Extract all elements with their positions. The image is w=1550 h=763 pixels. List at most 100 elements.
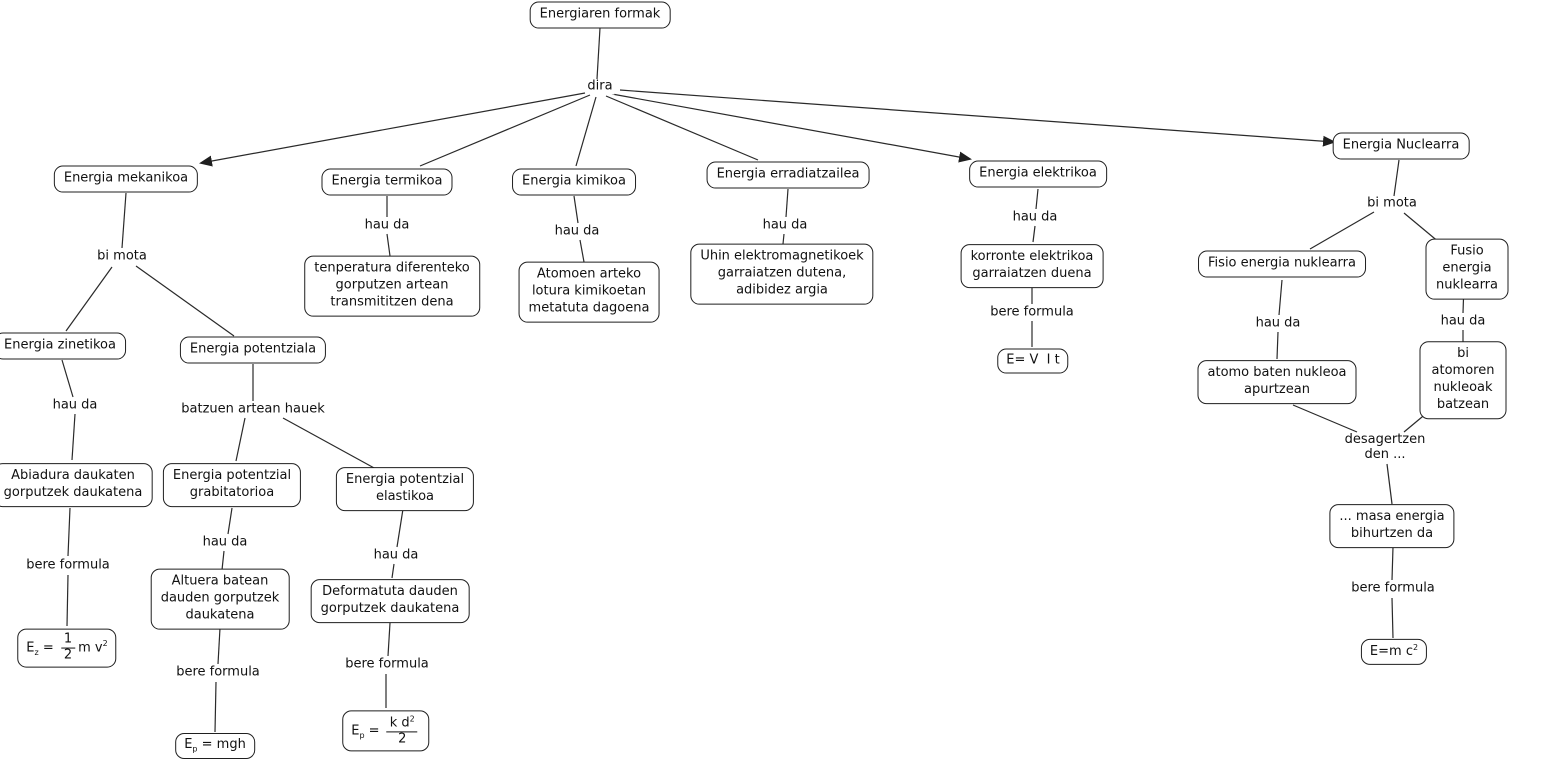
concept-formula-grabitatorioa[interactable]: Ep = mgh <box>175 733 255 759</box>
edge-dira-kimikoa <box>575 96 597 167</box>
concept-energia-termikoa[interactable]: Energia termikoa <box>321 168 453 196</box>
concept-fisio-nuklearra[interactable]: Fisio energia nuklearra <box>1198 250 1366 278</box>
edge-hauda-erradiatzaileadef <box>782 233 785 245</box>
concept-energia-kimikoa[interactable]: Energia kimikoa <box>512 168 636 196</box>
formula-text: E=m c <box>1369 644 1413 660</box>
edge-fisiodef-desagertzen <box>1292 404 1358 433</box>
link-hau-da-grabitatorioa[interactable]: hau da <box>200 534 250 551</box>
link-hau-da-zinetikoa[interactable]: hau da <box>50 397 100 414</box>
concept-energia-potentziala[interactable]: Energia potentziala <box>179 336 327 364</box>
edge-nuklearra-bimota <box>1393 159 1400 197</box>
concept-root[interactable]: Energiaren formak <box>529 1 671 29</box>
formula-subscript: z <box>34 648 39 658</box>
link-hau-da-elektrikoa[interactable]: hau da <box>1010 209 1060 226</box>
concept-termikoa-definition[interactable]: tenperatura diferenteko gorputzen artean… <box>304 255 480 317</box>
concept-potentzial-grabitatorioa[interactable]: Energia potentzial grabitatorioa <box>162 463 302 507</box>
edge-grabitatorioa-hauda <box>227 507 233 535</box>
edge-mekanikoa-bimota <box>121 192 127 249</box>
concept-energia-mekanikoa[interactable]: Energia mekanikoa <box>53 165 199 193</box>
edge-bimota-potentziala <box>135 265 235 337</box>
edge-bimota-fisio <box>1309 211 1375 250</box>
link-bi-mota-mekanikoa[interactable]: bi mota <box>95 248 149 265</box>
link-bere-formula-grabitatorioa[interactable]: bere formula <box>174 664 262 681</box>
formula-base: E <box>351 723 360 739</box>
concept-masa-energia[interactable]: ... masa energia bihurtzen da <box>1329 504 1455 548</box>
edge-dira-elektrikoa <box>611 93 972 163</box>
concept-erradiatzailea-definition[interactable]: Uhin elektromagnetikoek garraiatzen dute… <box>690 243 874 305</box>
fraction-numerator: 1 <box>60 632 76 649</box>
edge-elastikoadef-formula <box>387 622 391 657</box>
formula-subscript: p <box>359 731 365 741</box>
concept-grabitatorioa-definition[interactable]: Altuera batean dauden gorputzek daukaten… <box>150 568 290 630</box>
edge-fisio-hauda <box>1278 279 1283 316</box>
concept-fisio-definition[interactable]: atomo baten nukleoa apurtzean <box>1197 360 1357 404</box>
link-bere-formula-elektrikoa[interactable]: bere formula <box>988 304 1076 321</box>
link-bi-mota-nuklearra[interactable]: bi mota <box>1365 195 1419 212</box>
concept-elastikoa-definition[interactable]: Deformatuta dauden gorputzek daukatena <box>310 579 470 623</box>
link-bere-formula-nuklearra[interactable]: bere formula <box>1349 580 1437 597</box>
formula-equals: = <box>364 723 384 739</box>
concept-zinetikoa-definition[interactable]: Abiadura daukaten gorputzek daukatena <box>0 463 153 507</box>
edge-formula-mgh <box>214 681 217 733</box>
formula-equals: = <box>197 737 217 753</box>
link-hau-da-termikoa[interactable]: hau da <box>362 217 412 234</box>
concept-energia-nuklearra[interactable]: Energia Nuclearra <box>1332 132 1470 160</box>
link-hau-da-elastikoa[interactable]: hau da <box>371 547 421 564</box>
edge-batzuen-grabitatorioa <box>235 417 246 462</box>
concept-energia-erradiatzailea[interactable]: Energia erradiatzailea <box>706 161 870 189</box>
edge-masa-formula <box>1391 546 1394 581</box>
edge-hauda-grabitatorioadef <box>221 550 225 571</box>
edge-zinetikoa-hauda <box>61 359 74 398</box>
edge-zinetikoadef-formula <box>67 507 71 557</box>
edge-hauda-termikoadef <box>386 233 391 257</box>
edge-hauda-elastikoadef <box>391 563 395 579</box>
formula-text: E= V I t <box>1006 352 1060 368</box>
concept-formula-nuklearra[interactable]: E=m c2 <box>1360 638 1428 666</box>
fraction-denominator: 2 <box>63 647 73 663</box>
concept-energia-elektrikoa[interactable]: Energia elektrikoa <box>969 160 1107 188</box>
formula-tail: mgh <box>216 737 246 753</box>
edge-root-dira <box>596 27 601 80</box>
concept-fusio-definition[interactable]: bi atomoren nukleoak batzean <box>1419 341 1507 419</box>
concept-elektrikoa-definition[interactable]: korronte elektrikoa garraiatzen duena <box>960 244 1104 288</box>
concept-energia-zinetikoa[interactable]: Energia zinetikoa <box>0 332 126 360</box>
formula-superscript: 2 <box>102 639 108 649</box>
edge-hauda-elektrikoadef <box>1032 225 1036 243</box>
edge-dira-mekanikoa <box>199 92 586 167</box>
fraction-numerator: k d2 <box>386 714 418 733</box>
link-hau-da-fusio[interactable]: hau da <box>1438 313 1488 330</box>
numerator-text: k d <box>389 715 410 731</box>
edge-dira-erradiatzailea <box>605 95 759 161</box>
link-dira[interactable]: dira <box>585 78 615 95</box>
edge-batzuen-elastikoa <box>282 417 377 470</box>
concept-potentzial-elastikoa[interactable]: Energia potentzial elastikoa <box>335 467 475 511</box>
formula-base: E <box>184 737 193 753</box>
edge-elastikoa-hauda <box>396 508 404 548</box>
link-bere-formula-zinetikoa[interactable]: bere formula <box>24 557 112 574</box>
formula-base: E <box>26 640 35 656</box>
link-desagertzen-den[interactable]: desagertzen den ... <box>1342 432 1428 463</box>
formula-subscript: p <box>192 744 198 754</box>
edge-formula-ez <box>66 574 69 627</box>
edge-desagertzen-masa <box>1386 463 1393 505</box>
link-hau-da-kimikoa[interactable]: hau da <box>552 223 602 240</box>
link-hau-da-fisio[interactable]: hau da <box>1253 315 1303 332</box>
formula-equals: = <box>38 640 58 656</box>
edge-bimota-zinetikoa <box>65 266 113 332</box>
concept-formula-elektrikoa[interactable]: E= V I t <box>997 348 1069 374</box>
edge-hauda-kimikoadef <box>579 239 585 263</box>
edge-elektrikoa-hauda <box>1035 188 1039 210</box>
edge-dira-nuklearra <box>619 89 1336 147</box>
edge-kimikoa-hauda <box>573 195 579 224</box>
concept-kimikoa-definition[interactable]: Atomoen arteko lotura kimikoetan metatut… <box>518 261 660 323</box>
edge-dira-termikoa <box>419 94 591 167</box>
link-hau-da-erradiatzailea[interactable]: hau da <box>760 217 810 234</box>
formula-superscript: 2 <box>1412 642 1419 652</box>
concept-fusio-nuklearra[interactable]: Fusio energia nuklearra <box>1425 238 1509 300</box>
edge-formula-emc2 <box>1391 597 1394 639</box>
link-bere-formula-elastikoa[interactable]: bere formula <box>343 656 431 673</box>
link-batzuen-artean-hauek[interactable]: batzuen artean hauek <box>179 401 327 418</box>
